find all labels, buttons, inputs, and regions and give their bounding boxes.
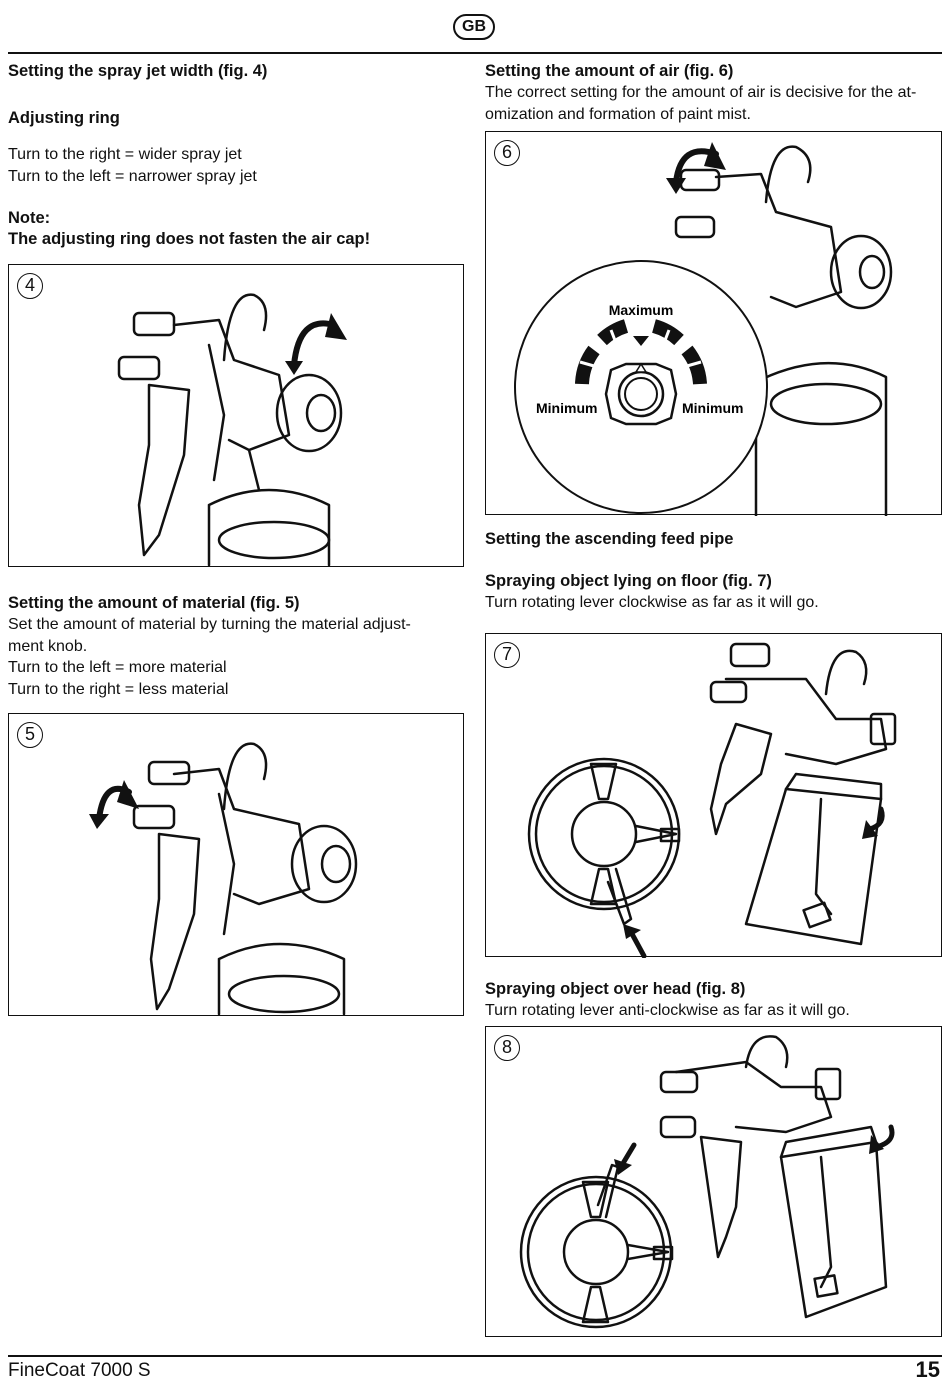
text-line: Turn to the right = less material	[8, 680, 229, 698]
text-line: Turn to the left = more material	[8, 659, 227, 676]
figure-4: 4	[8, 264, 464, 567]
spray-gun-illustration	[89, 742, 358, 1016]
text-line: Set the amount of material by turning th…	[8, 616, 411, 633]
subheading-adjusting-ring: Adjusting ring	[8, 109, 120, 127]
figure-number: 6	[494, 140, 520, 166]
figure-6: 6	[485, 131, 942, 516]
dial-label-minimum-left: Minimum	[536, 400, 597, 416]
dial-label-maximum: Maximum	[609, 302, 674, 318]
language-badge: GB	[453, 14, 495, 40]
section-title-feed-pipe: Setting the ascending feed pipe	[485, 530, 734, 548]
text-line: ment knob.	[8, 637, 88, 655]
figure-number: 5	[17, 722, 43, 748]
section-title-overhead: Spraying object over head (fig. 8)	[485, 980, 746, 998]
text-line: Turn to the right = wider spray jet	[8, 146, 242, 163]
figure-number: 8	[494, 1035, 520, 1061]
section-title-floor: Spraying object lying on floor (fig. 7)	[485, 572, 772, 590]
air-setting-illustration: Maximum Minimum Minimum	[514, 142, 893, 516]
section-title-material: Setting the amount of material (fig. 5)	[8, 594, 300, 612]
footer-rule	[8, 1355, 942, 1357]
section-title-spray-jet: Setting the spray jet width (fig. 4)	[8, 62, 268, 80]
spray-gun-illustration	[117, 293, 347, 567]
left-column-middle: Setting the amount of material (fig. 5) …	[8, 593, 458, 700]
figure-8: 8	[485, 1026, 942, 1337]
text-line: Turn to the left = narrower spray jet	[8, 167, 257, 185]
note-label: Note:	[8, 209, 51, 227]
note-text: The adjusting ring does not fasten the a…	[8, 230, 371, 248]
text-line: omization and formation of paint mist.	[485, 105, 751, 123]
right-column-top: Setting the amount of air (fig. 6) The c…	[485, 61, 945, 125]
overhead-spraying-illustration	[519, 1035, 895, 1329]
section-title-air: Setting the amount of air (fig. 6)	[485, 62, 734, 80]
text-line: Turn rotating lever clockwise as far as …	[485, 594, 819, 611]
footer-product-name: FineCoat 7000 S	[8, 1360, 151, 1381]
left-column-top: Setting the spray jet width (fig. 4) Adj…	[8, 61, 458, 250]
page-number: 15	[915, 1357, 940, 1382]
figure-number: 7	[494, 642, 520, 668]
dial-label-minimum-right: Minimum	[682, 400, 743, 416]
right-column-middle: Setting the ascending feed pipe Spraying…	[485, 529, 945, 614]
figure-5: 5	[8, 713, 464, 1016]
right-column-bottom: Spraying object over head (fig. 8) Turn …	[485, 979, 945, 1022]
text-line: Turn rotating lever anti-clockwise as fa…	[485, 1002, 850, 1019]
floor-spraying-illustration	[527, 642, 897, 958]
figure-number: 4	[17, 273, 43, 299]
header-rule	[8, 52, 942, 54]
text-line: The correct setting for the amount of ai…	[485, 84, 917, 101]
figure-7: 7	[485, 633, 942, 958]
